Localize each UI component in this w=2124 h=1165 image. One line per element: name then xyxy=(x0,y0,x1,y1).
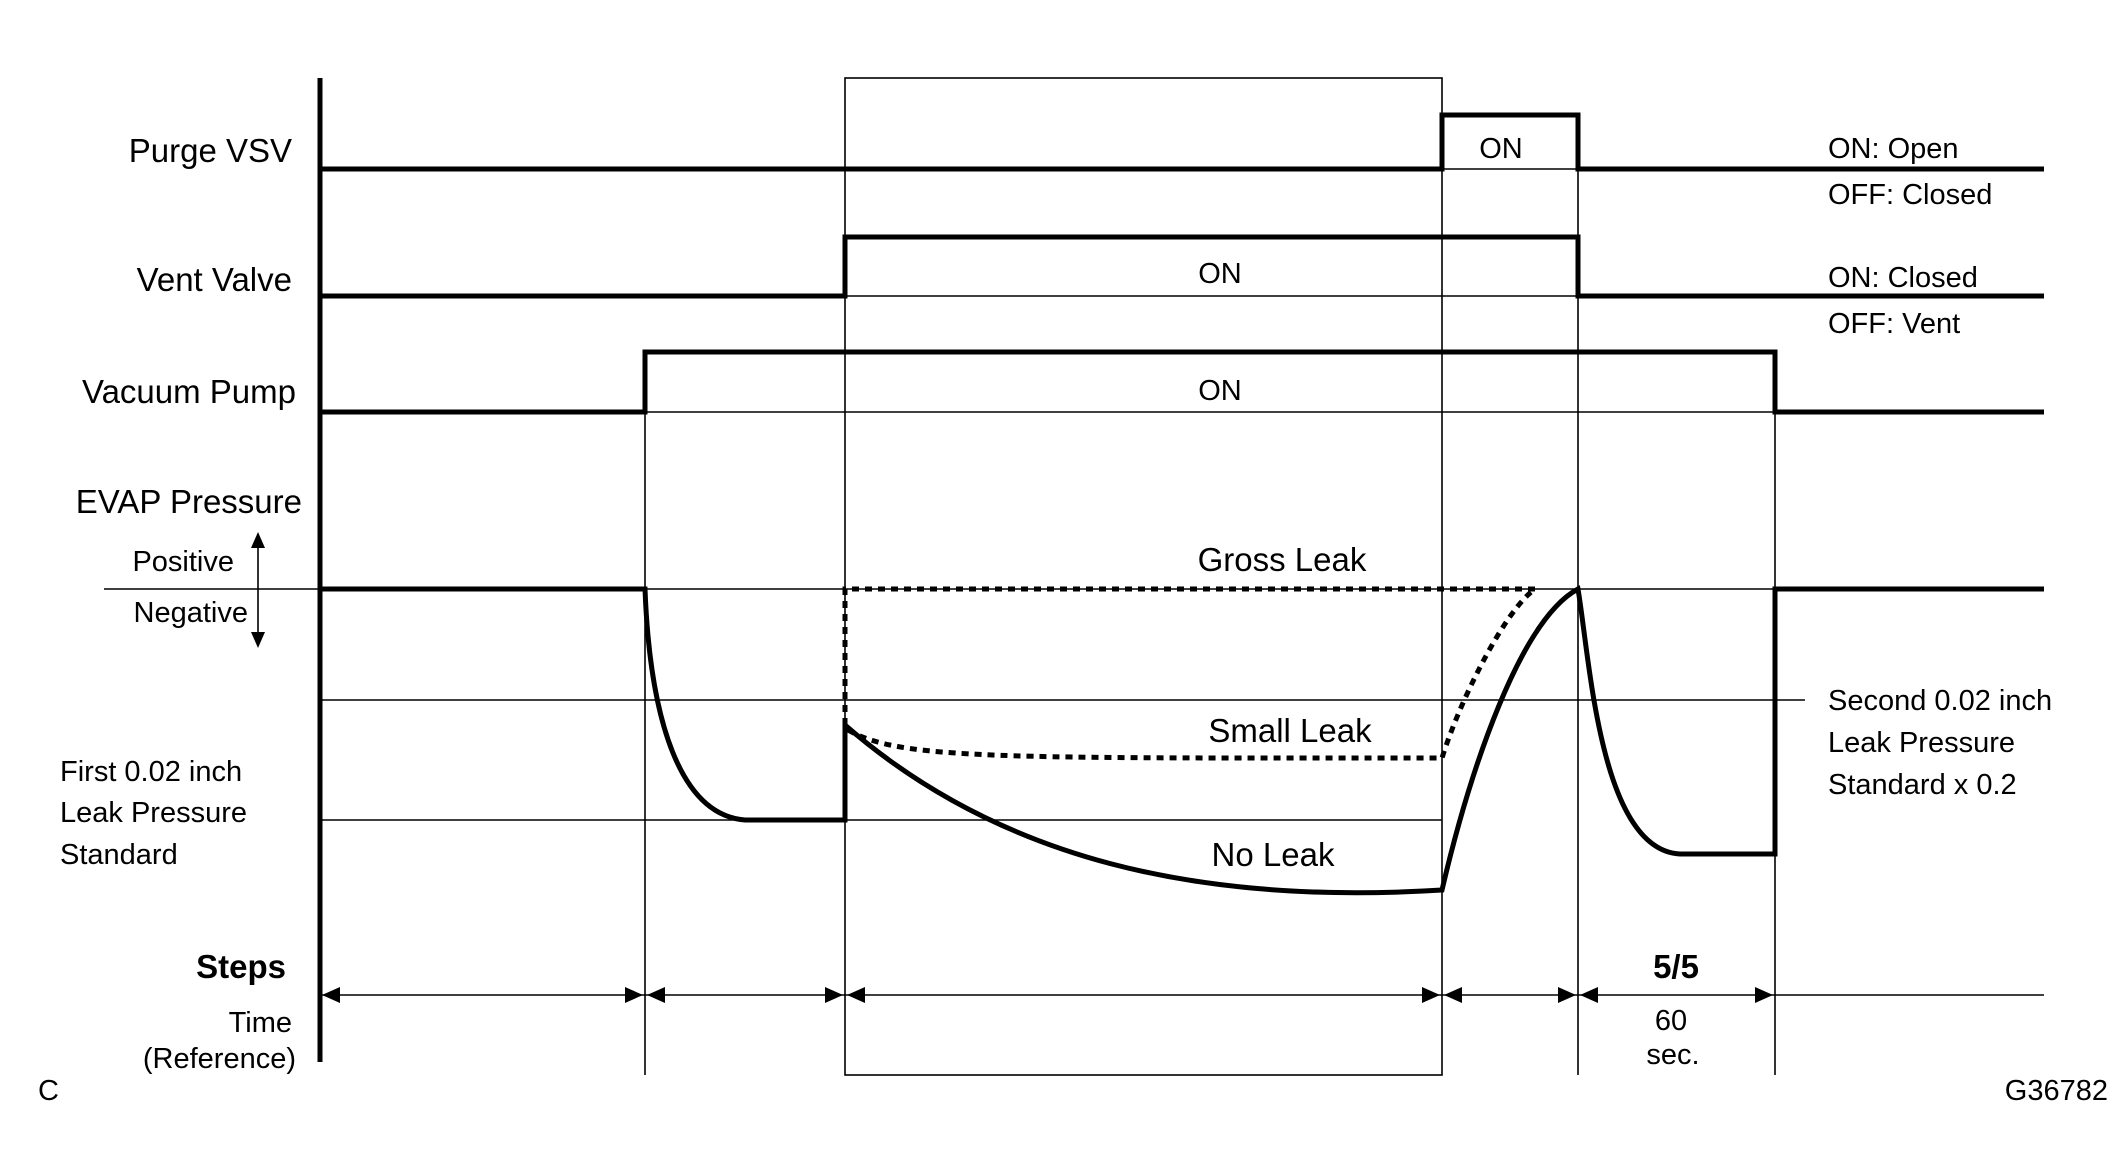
label-purge-vsv: Purge VSV xyxy=(129,132,292,169)
vent-valve-signal xyxy=(320,234,2044,299)
label-steps: Steps xyxy=(196,948,286,985)
arrowhead-icon xyxy=(647,987,665,1003)
arrowhead-icon xyxy=(847,987,865,1003)
label-time: Time xyxy=(229,1007,292,1039)
corner-letter: C xyxy=(38,1075,59,1107)
label-vent-valve: Vent Valve xyxy=(137,261,292,298)
arrowhead-icon xyxy=(1580,987,1598,1003)
vent-legend-on: ON: Closed xyxy=(1828,262,1978,294)
label-positive: Positive xyxy=(132,546,234,578)
purge-vsv-on-label: ON xyxy=(1479,133,1523,165)
arrowhead-icon xyxy=(1422,987,1440,1003)
vacuum-pump-signal xyxy=(320,349,2044,415)
purge-vsv-signal xyxy=(320,112,2044,172)
first-standard-line2: Leak Pressure xyxy=(60,797,247,829)
label-gross-leak: Gross Leak xyxy=(1198,541,1367,578)
direction-arrow-icon xyxy=(251,532,265,648)
label-vacuum-pump: Vacuum Pump xyxy=(82,373,296,410)
vent-valve-on-label: ON xyxy=(1198,258,1242,290)
arrowhead-icon xyxy=(825,987,843,1003)
figure-code: G36782 xyxy=(2005,1075,2108,1107)
pressure-no-leak-curve xyxy=(320,585,2044,896)
label-time-reference: (Reference) xyxy=(143,1043,296,1075)
label-small-leak: Small Leak xyxy=(1208,712,1372,749)
second-standard-line1: Second 0.02 inch xyxy=(1828,685,2052,717)
second-standard-line2: Leak Pressure xyxy=(1828,727,2015,759)
arrowhead-icon xyxy=(625,987,643,1003)
purge-legend-off: OFF: Closed xyxy=(1828,179,1992,211)
label-no-leak: No Leak xyxy=(1212,836,1335,873)
step-duration-value: 60 xyxy=(1655,1005,1687,1037)
arrowhead-icon xyxy=(322,987,340,1003)
first-standard-line3: Standard xyxy=(60,839,178,871)
arrowhead-icon xyxy=(1755,987,1773,1003)
step-duration-unit: sec. xyxy=(1646,1039,1699,1071)
second-standard-line3: Standard x 0.2 xyxy=(1828,769,2017,801)
pressure-small-leak-curve xyxy=(846,586,1537,761)
highlight-box xyxy=(844,77,1443,1076)
current-step-label: 5/5 xyxy=(1653,948,1699,985)
label-evap-pressure: EVAP Pressure xyxy=(76,483,302,520)
purge-legend-on: ON: Open xyxy=(1828,133,1959,165)
step-arrows xyxy=(322,987,1773,1003)
label-negative: Negative xyxy=(134,597,248,629)
arrowhead-icon xyxy=(1444,987,1462,1003)
arrowhead-icon xyxy=(1558,987,1576,1003)
first-standard-line1: First 0.02 inch xyxy=(60,756,242,788)
pressure-gross-leak-curve xyxy=(842,586,1535,725)
vent-legend-off: OFF: Vent xyxy=(1828,308,1960,340)
vacuum-pump-on-label: ON xyxy=(1198,375,1242,407)
